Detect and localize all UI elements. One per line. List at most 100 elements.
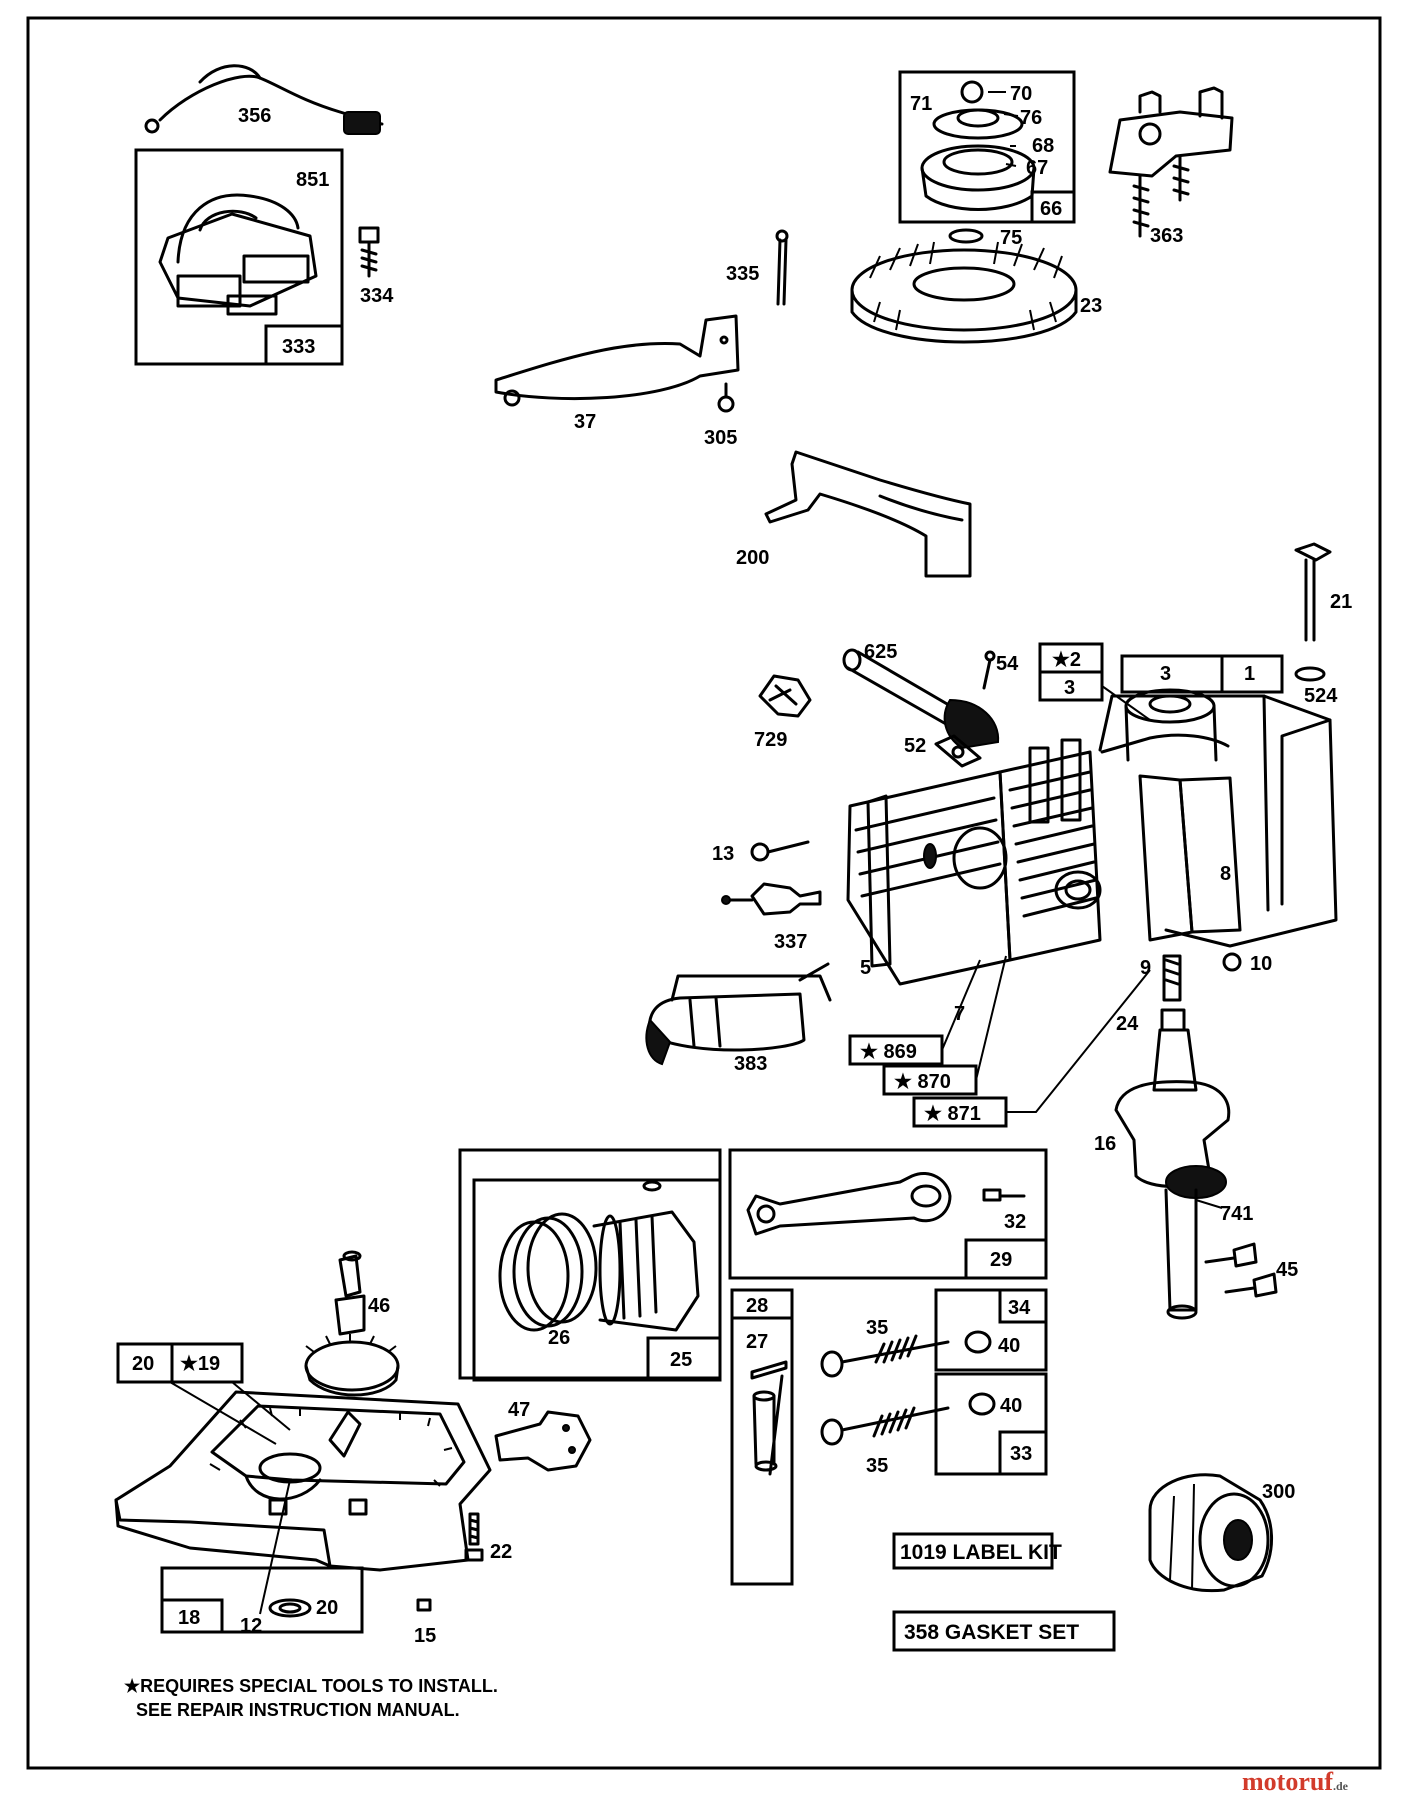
- label-729: 729: [754, 729, 787, 751]
- part-connecting-rod: [746, 1172, 952, 1236]
- kit-box-34: [934, 1288, 1048, 1372]
- label-20a: 20: [132, 1353, 154, 1375]
- part-46-camshaft: [304, 1250, 400, 1397]
- label-27: 27: [746, 1331, 768, 1353]
- part-23-flywheel: [850, 241, 1078, 344]
- part-crankshaft: [1114, 954, 1231, 1320]
- part-exhaust-valve: [820, 1392, 996, 1446]
- part-20-seal: [268, 1598, 312, 1618]
- label-75: 75: [1000, 227, 1022, 249]
- part-305-screw: [717, 382, 735, 413]
- kit-tag-25: [646, 1336, 722, 1380]
- part-10-plug: [1222, 952, 1242, 972]
- kit-box-29: [728, 1148, 1048, 1280]
- kit-tag-66: [1030, 190, 1076, 224]
- kit-tag-29: [964, 1238, 1048, 1280]
- gasket-set-text: 358 GASKET SET: [904, 1621, 1079, 1644]
- footnote-line1: ★REQUIRES SPECIAL TOOLS TO INSTALL.: [124, 1676, 498, 1696]
- label-47: 47: [508, 1399, 530, 1421]
- label-52: 52: [904, 735, 926, 757]
- kit-box-28: [730, 1288, 794, 1586]
- label-8: 8: [1220, 863, 1231, 885]
- label-871: ★ 871: [924, 1103, 981, 1125]
- label-363: 363: [1150, 225, 1183, 247]
- label-869: ★ 869: [860, 1041, 917, 1063]
- label-9: 9: [1140, 957, 1151, 979]
- part-15-plug: [416, 1598, 432, 1612]
- label-21: 21: [1330, 591, 1352, 613]
- label-200: 200: [736, 547, 769, 569]
- label-28: 28: [746, 1295, 768, 1317]
- label-33: 33: [1010, 1443, 1032, 1465]
- part-729: [758, 674, 812, 718]
- label-741: 741: [1220, 1203, 1253, 1225]
- label-335: 335: [726, 263, 759, 285]
- label-524: 524: [1304, 685, 1338, 707]
- label-3a: 3: [1064, 677, 1075, 699]
- kit-tag-18: [160, 1598, 224, 1634]
- kit-tag-33: [998, 1430, 1048, 1476]
- kit-box-333: [134, 148, 344, 366]
- part-starter-clutch: [920, 80, 1036, 211]
- label-71: 71: [910, 93, 932, 115]
- label-851: 851: [296, 169, 329, 191]
- part-337-spark-plug: [721, 882, 822, 916]
- label-3b: 3: [1160, 663, 1171, 685]
- part-851-armature: [158, 193, 318, 316]
- label-16: 16: [1094, 1133, 1116, 1155]
- part-334-screw: [358, 226, 380, 278]
- diagram-frame: [26, 16, 1382, 1770]
- label-25: 25: [670, 1349, 692, 1371]
- part-200-guard: [764, 450, 972, 578]
- kit-tag-20-19: [116, 1342, 244, 1384]
- label-870: ★ 870: [894, 1071, 951, 1093]
- label-305: 305: [704, 427, 737, 449]
- label-625: 625: [864, 641, 897, 663]
- label-334: 334: [360, 285, 394, 307]
- watermark-text: motoruf: [1242, 1767, 1333, 1796]
- kit-tag-333: [264, 324, 344, 366]
- label-383: 383: [734, 1053, 767, 1075]
- label-kit-box: [892, 1532, 1054, 1570]
- part-21-dipstick: [1294, 542, 1332, 642]
- part-75-washer: [948, 228, 984, 244]
- label-20b: 20: [316, 1597, 338, 1619]
- part-32-screw: [982, 1188, 1026, 1202]
- part-47-plate: [494, 1410, 592, 1472]
- part-363-rocker: [1108, 86, 1234, 238]
- label-67: 67: [1026, 157, 1048, 179]
- kit-tag-34: [998, 1288, 1048, 1324]
- label-19: ★19: [180, 1353, 220, 1375]
- gasket-set-box: [892, 1610, 1116, 1652]
- kit-box-66: [898, 70, 1076, 224]
- label-26: 26: [548, 1327, 570, 1349]
- part-26-rings: [498, 1180, 700, 1332]
- footnote-line2: SEE REPAIR INSTRUCTION MANUAL.: [136, 1700, 460, 1720]
- label-37: 37: [574, 411, 596, 433]
- label-13: 13: [712, 843, 734, 865]
- part-27-guide: [750, 1360, 788, 1476]
- part-22-screw: [464, 1512, 484, 1562]
- part-335-pin: [775, 229, 789, 306]
- label-34: 34: [1008, 1297, 1031, 1319]
- label-300: 300: [1262, 1481, 1295, 1503]
- label-23: 23: [1080, 295, 1102, 317]
- part-intake-valve: [820, 1330, 992, 1378]
- label-29: 29: [990, 1249, 1012, 1271]
- label-kit-text: 1019 LABEL KIT: [900, 1541, 1062, 1564]
- part-52-gasket: [934, 734, 982, 768]
- label-24: 24: [1116, 1013, 1139, 1035]
- watermark: motoruf.de: [1242, 1767, 1349, 1796]
- part-37-air-vane: [494, 314, 740, 407]
- part-45-screws: [1204, 1242, 1278, 1298]
- part-300-muffler: [1148, 1473, 1273, 1593]
- label-45: 45: [1276, 1259, 1298, 1281]
- label-40b: 40: [1000, 1395, 1022, 1417]
- kit-box-25: [458, 1148, 722, 1380]
- part-383-governor: [645, 962, 832, 1066]
- part-625-tube: [842, 648, 1000, 750]
- part-54-screw: [982, 650, 996, 690]
- label-70: 70: [1010, 83, 1032, 105]
- part-13-screw: [750, 840, 810, 862]
